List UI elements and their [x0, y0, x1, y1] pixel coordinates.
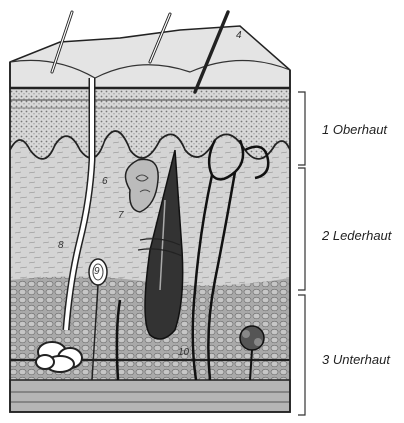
label-epidermis: 1 Oberhaut — [322, 122, 387, 137]
marker-4: 4 — [236, 30, 242, 41]
label-hypodermis: 3 Unterhaut — [322, 352, 390, 367]
marker-6: 6 — [102, 176, 108, 187]
marker-10: 10 — [178, 347, 190, 358]
marker-8: 8 — [58, 240, 64, 251]
layer-brackets — [298, 92, 305, 415]
marker-9: 9 — [94, 266, 100, 277]
marker-7: 7 — [118, 210, 124, 221]
label-dermis: 2 Lederhaut — [322, 228, 391, 243]
